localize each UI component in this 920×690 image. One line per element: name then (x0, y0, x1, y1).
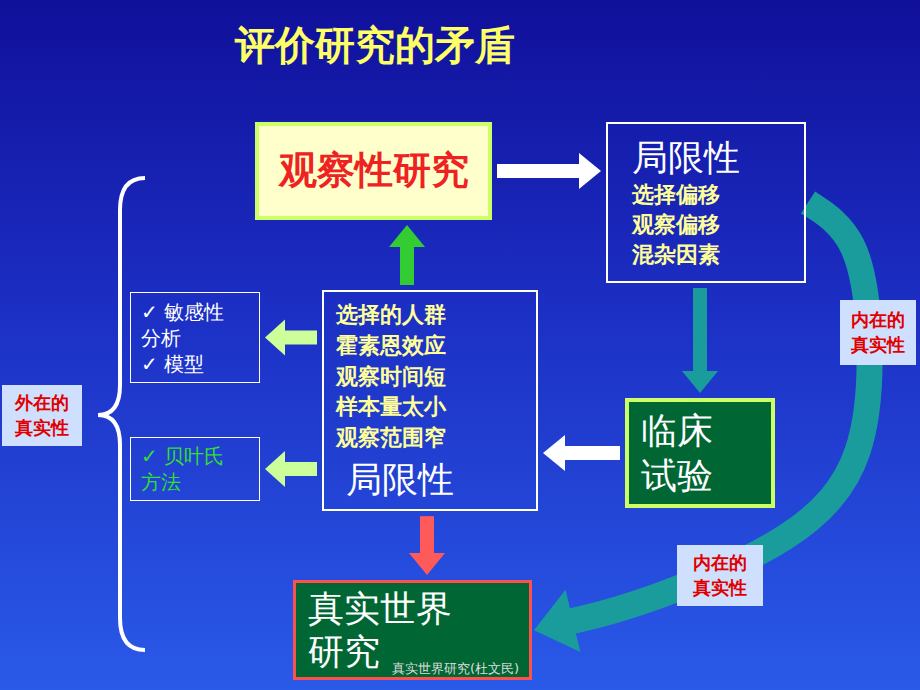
arrow-head (409, 553, 445, 575)
arrow-connector (265, 451, 317, 487)
validity-tag: 外在的 真实性 (2, 385, 82, 446)
arrow-connector (265, 320, 317, 356)
limitation-box: 局限性选择偏移 观察偏移 混杂因素 (606, 122, 806, 283)
arrow-connector (497, 153, 601, 189)
node-body: 选择偏移 观察偏移 混杂因素 (632, 180, 720, 269)
node-text: 外在的 真实性 (15, 391, 69, 440)
node-text: 选择的人群 霍素恩效应 观察时间短 样本量太小 观察范围窄 (336, 300, 446, 454)
arrow-head (543, 435, 565, 471)
arrow-shaft (571, 203, 870, 622)
arrow-head (579, 153, 601, 189)
limitation-box: 选择的人群 霍素恩效应 观察时间短 样本量太小 观察范围窄局限性 (322, 290, 538, 511)
validity-tag: 内在的 真实性 (840, 300, 916, 365)
arrow-shaft (693, 288, 707, 373)
method-box: ✓ 敏感性 分析 ✓ 模型 (130, 292, 260, 383)
arrow-connector (543, 435, 620, 471)
arrow-shaft (283, 331, 317, 345)
study-box: 观察性研究 (255, 122, 492, 220)
node-text: 临床 试验 (641, 408, 713, 498)
footer-note: 真实世界研究(杜文民) (392, 660, 519, 678)
arrow-shaft (283, 462, 317, 476)
arrow-shaft (497, 164, 581, 178)
curly-bracket (98, 178, 145, 650)
arrow-head (682, 371, 718, 393)
arrow-connector (534, 203, 870, 653)
arrow-shaft (400, 245, 414, 285)
node-body: 局限性 (346, 458, 454, 501)
node-text: ✓ 敏感性 分析 ✓ 模型 (141, 299, 224, 377)
validity-tag: 内在的 真实性 (677, 545, 763, 606)
diagram-title: 评价研究的矛盾 (235, 18, 515, 73)
trial-box: 临床 试验 (625, 398, 775, 508)
method-box: ✓ 贝叶氏 方法 (130, 437, 260, 501)
arrow-head (389, 225, 425, 247)
arrow-head (534, 590, 580, 652)
arrow-shaft (420, 516, 434, 555)
node-text: 内在的 真实性 (693, 551, 747, 600)
arrow-shaft (563, 446, 620, 460)
arrow-connector (389, 225, 425, 285)
arrow-head (265, 451, 285, 487)
arrow-connector (682, 288, 718, 393)
node-text: 局限性 (632, 135, 740, 180)
node-text: 内在的 真实性 (851, 308, 905, 357)
arrow-connector (409, 516, 445, 575)
node-text: 观察性研究 (279, 148, 469, 194)
arrow-head (265, 320, 285, 356)
node-text: 真实世界 研究 (308, 587, 452, 673)
node-text: ✓ 贝叶氏 方法 (141, 443, 224, 495)
